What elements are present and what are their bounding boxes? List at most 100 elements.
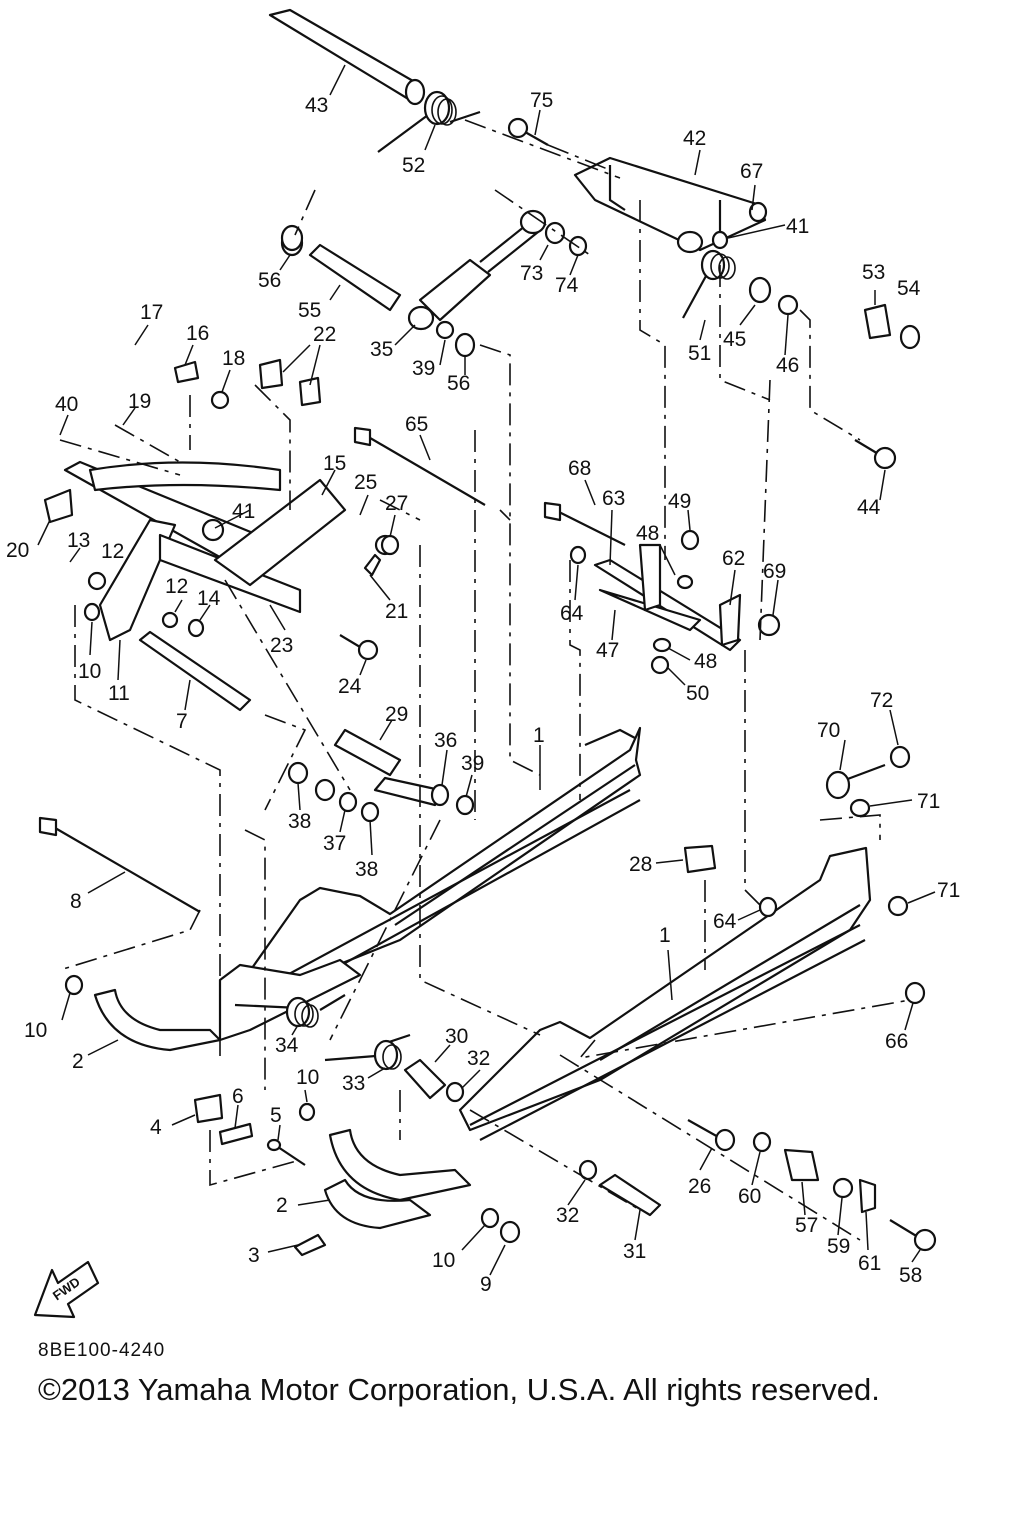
bolt-26 [687, 1119, 736, 1152]
callout-67: 67 [740, 160, 763, 183]
callout-49: 49 [668, 490, 691, 513]
callout-33: 33 [342, 1072, 365, 1095]
callout-1b: 1 [659, 924, 671, 947]
diagram-code: 8BE100-4240 [38, 1340, 166, 1361]
callout-69: 69 [763, 560, 786, 583]
callout-14: 14 [197, 587, 221, 610]
callout-52: 52 [402, 154, 425, 177]
callout-71b: 71 [937, 879, 960, 902]
callout-15: 15 [323, 452, 346, 475]
bolt-70 [825, 763, 886, 800]
callout-17: 17 [140, 301, 163, 324]
callout-6: 6 [232, 1085, 244, 1108]
callout-54: 54 [897, 277, 921, 300]
callout-72: 72 [870, 689, 893, 712]
rear-pivot-assembly [593, 543, 781, 652]
spring-33 [324, 1033, 411, 1071]
callout-13: 13 [67, 529, 90, 552]
callout-42: 42 [683, 127, 706, 150]
callout-74: 74 [555, 274, 579, 297]
callout-60: 60 [738, 1185, 761, 1208]
bolt-24 [339, 634, 379, 661]
callout-34: 34 [275, 1034, 299, 1057]
callout-23: 23 [270, 634, 293, 657]
callout-1: 1 [533, 724, 545, 747]
shock-absorber-35 [407, 209, 547, 331]
callout-41b: 41 [232, 500, 255, 523]
callout-2b: 2 [276, 1194, 288, 1217]
callout-61: 61 [858, 1252, 881, 1275]
callout-44: 44 [857, 496, 881, 519]
callout-70: 70 [817, 719, 840, 742]
spacer-29 [333, 728, 402, 777]
callout-73: 73 [520, 262, 543, 285]
rod-8 [38, 816, 201, 913]
callout-8: 8 [70, 890, 82, 913]
callout-30: 30 [445, 1025, 468, 1048]
callout-24: 24 [338, 675, 362, 698]
runner-right [323, 1128, 472, 1230]
callout-32: 32 [467, 1047, 490, 1070]
spring-51 [682, 249, 736, 319]
callout-21: 21 [385, 600, 408, 623]
callout-58: 58 [899, 1264, 922, 1287]
callout-56: 56 [258, 269, 281, 292]
spacer-30 [403, 1058, 447, 1100]
callout-37: 37 [323, 832, 346, 855]
rod-68 [543, 501, 626, 546]
callout-63: 63 [602, 487, 625, 510]
callout-26: 26 [688, 1175, 711, 1198]
callout-16: 16 [186, 322, 209, 345]
callouts: 43 75 52 42 67 41 56 55 73 74 53 54 17 1… [6, 89, 960, 1296]
callout-62: 62 [722, 547, 745, 570]
callout-10b: 10 [24, 1019, 47, 1042]
callout-10c: 10 [296, 1066, 319, 1089]
callout-27: 27 [385, 492, 408, 515]
bolt-44 [854, 439, 897, 470]
callout-41: 41 [786, 215, 809, 238]
callout-59: 59 [827, 1235, 850, 1258]
callout-57: 57 [795, 1214, 818, 1237]
callout-43: 43 [305, 94, 328, 117]
assembly-lines [59, 119, 911, 1241]
callout-11: 11 [108, 682, 130, 705]
callout-48b: 48 [694, 650, 717, 673]
callout-22: 22 [313, 323, 336, 346]
callout-46: 46 [776, 354, 799, 377]
callout-28: 28 [629, 853, 652, 876]
bolt-58 [889, 1219, 937, 1252]
callout-51: 51 [688, 342, 711, 365]
callout-4: 4 [150, 1116, 162, 1139]
callout-18: 18 [222, 347, 245, 370]
callout-12b: 12 [165, 575, 188, 598]
torsion-spring-52 [377, 90, 481, 153]
callout-20: 20 [6, 539, 29, 562]
bolt-75 [507, 117, 549, 146]
callout-5: 5 [270, 1104, 282, 1127]
callout-10d: 10 [432, 1249, 455, 1272]
callout-38: 38 [288, 810, 311, 833]
front-arm-assembly [43, 460, 396, 642]
callout-66: 66 [885, 1030, 908, 1053]
callout-68: 68 [568, 457, 591, 480]
callout-9: 9 [480, 1273, 492, 1296]
callout-48: 48 [636, 522, 659, 545]
leader-lines [37, 64, 936, 1276]
rear-arm-42 [573, 156, 768, 254]
callout-19: 19 [128, 390, 151, 413]
callout-75: 75 [530, 89, 553, 112]
callout-10: 10 [78, 660, 101, 683]
callout-64: 64 [560, 602, 584, 625]
rod-65 [353, 426, 486, 506]
right-slide-rail [458, 846, 872, 1141]
callout-45: 45 [723, 328, 746, 351]
callout-25: 25 [354, 471, 377, 494]
callout-39: 39 [412, 357, 435, 380]
callout-32b: 32 [556, 1204, 579, 1227]
callout-40: 40 [55, 393, 78, 416]
runner-left [93, 958, 362, 1052]
callout-3: 3 [248, 1244, 260, 1267]
callout-64b: 64 [713, 910, 737, 933]
callout-39b: 39 [461, 752, 484, 775]
